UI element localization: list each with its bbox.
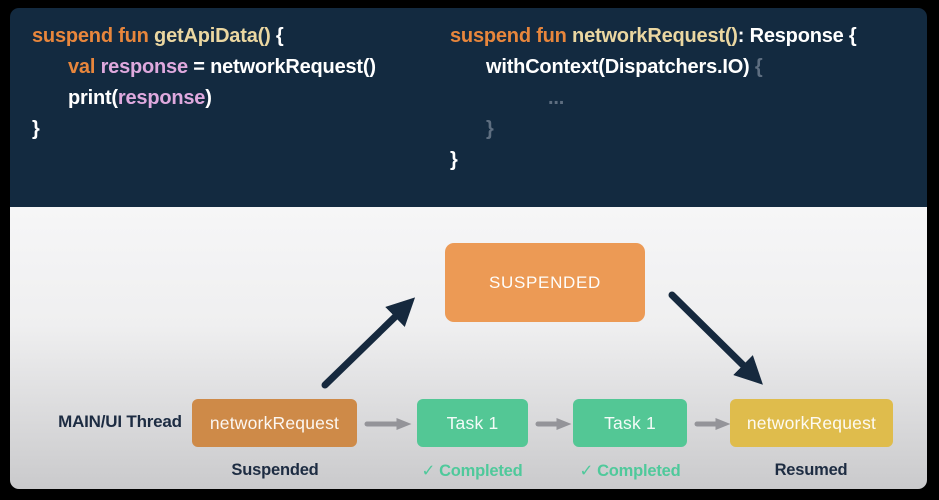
code-token: networkRequest()	[572, 25, 738, 47]
arrows-layer	[321, 291, 763, 430]
box-label: Task 1	[604, 412, 656, 433]
code-line: }	[450, 114, 857, 145]
code-token: response	[117, 87, 206, 109]
box-label: Task 1	[446, 412, 499, 433]
status-label: Completed	[439, 462, 523, 480]
slide-frame: suspend fun getApiData() {val response =…	[10, 8, 927, 489]
code-line: suspend fun getApiData() {	[32, 21, 376, 52]
code-token: }	[450, 149, 458, 171]
status-completed-second: ✓Completed	[555, 461, 705, 481]
code-line: suspend fun networkRequest(): Response {	[450, 21, 857, 52]
code-token: }	[486, 118, 494, 140]
suspended-state-box: SUSPENDED	[445, 243, 645, 322]
code-block-getapidata: suspend fun getApiData() {val response =…	[32, 21, 376, 145]
code-token: ...	[548, 87, 565, 109]
resume-arrow-down-icon	[668, 291, 763, 385]
box-task1-second: Task 1	[573, 399, 687, 447]
code-token: suspend fun	[450, 25, 573, 47]
code-line: withContext(Dispatchers.IO) {	[450, 52, 857, 83]
status-suspended: Suspended	[200, 461, 350, 480]
checkmark-icon: ✓	[421, 462, 436, 480]
code-token: {	[754, 56, 763, 78]
code-block-networkrequest: suspend fun networkRequest(): Response {…	[450, 21, 857, 176]
code-token: val	[68, 56, 101, 78]
status-label: Completed	[597, 462, 681, 480]
code-token: suspend fun	[32, 25, 155, 47]
status-completed-first: ✓Completed	[397, 461, 547, 481]
code-token: withContext(Dispatchers.IO)	[486, 56, 755, 78]
box-task1-first: Task 1	[417, 399, 528, 447]
status-label: Suspended	[231, 461, 319, 479]
box-label: networkRequest	[209, 412, 340, 433]
diagram-panel: SUSPENDED MAIN/UI Thread networkRequest …	[10, 207, 927, 489]
code-line: }	[32, 114, 376, 145]
code-token: {	[270, 25, 284, 47]
code-token: )	[205, 87, 212, 109]
suspend-arrow-up-icon	[321, 297, 416, 389]
code-panel: suspend fun getApiData() {val response =…	[10, 8, 927, 207]
box-label: networkRequest	[746, 412, 877, 433]
code-line: val response = networkRequest()	[32, 52, 376, 83]
code-line: }	[450, 145, 857, 176]
code-token: }	[32, 118, 40, 140]
code-line: print(response)	[32, 83, 376, 114]
code-line: ...	[450, 83, 857, 114]
box-networkrequest-resumed: networkRequest	[730, 399, 893, 447]
checkmark-icon: ✓	[579, 462, 594, 480]
box-networkrequest-suspended: networkRequest	[192, 399, 357, 447]
code-token: print(	[68, 87, 118, 109]
code-token: getApiData()	[154, 25, 271, 47]
status-resumed: Resumed	[736, 461, 886, 480]
code-token: : Response {	[737, 25, 857, 47]
thread-label: MAIN/UI Thread	[58, 412, 182, 431]
status-label: Resumed	[774, 461, 848, 479]
code-token: response	[100, 56, 189, 78]
code-token: = networkRequest()	[187, 56, 376, 78]
suspended-state-label: SUSPENDED	[488, 272, 602, 292]
